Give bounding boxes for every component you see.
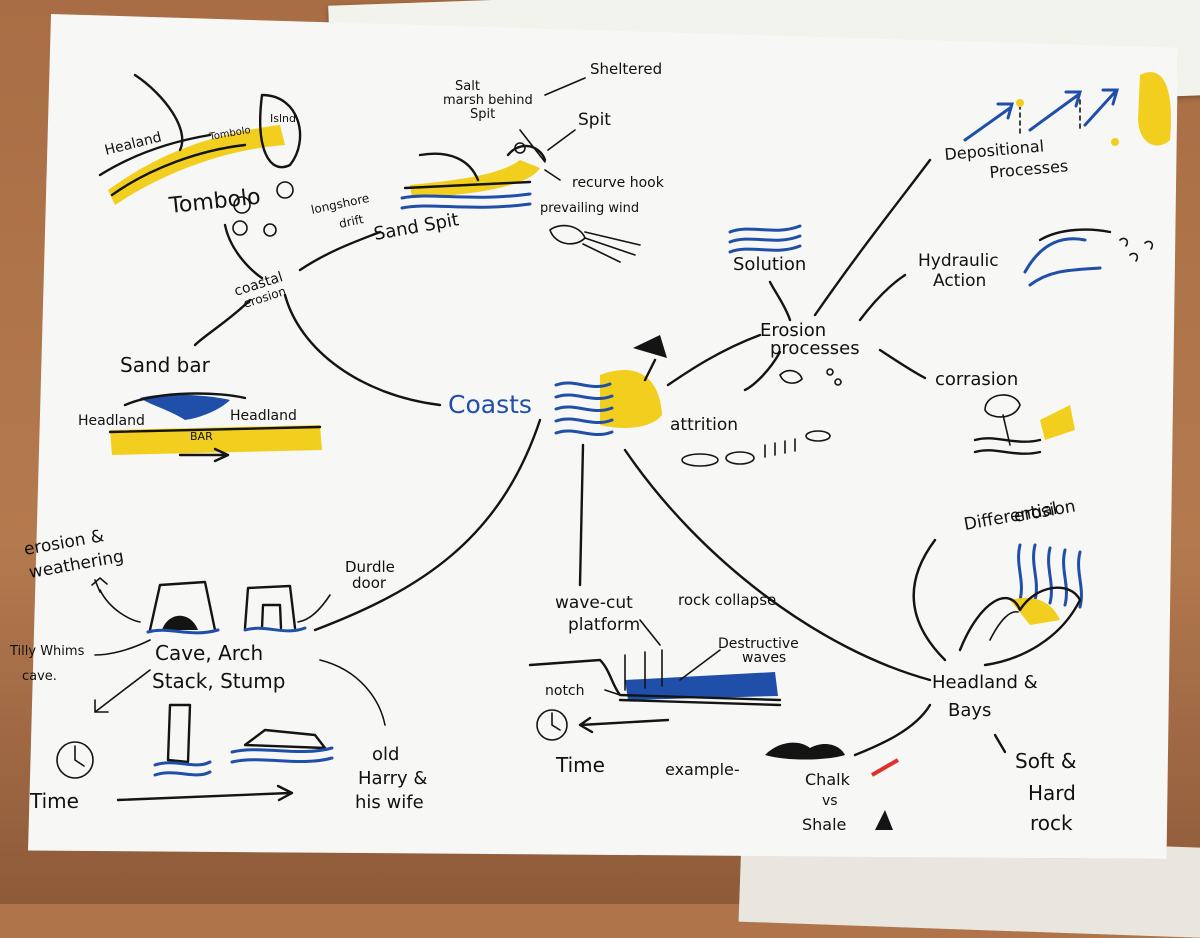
depositional-line2: Processes [989, 156, 1069, 182]
sheltered-label: Sheltered [590, 60, 662, 78]
wave-cut-platform-node: wave-cut platform rock collapse Destruct… [528, 591, 845, 779]
recurve-hook-label: recurve hook [572, 175, 665, 191]
hydraulic-line1: Hydraulic [918, 251, 999, 271]
tombolo-island-label: Islnd [270, 112, 296, 125]
old-harry-line2: Harry & [358, 768, 427, 789]
tombolo-sketch: Healand Tombolo Islnd Tombolo [98, 73, 302, 237]
example-label: example- [665, 760, 740, 779]
center-node: Coasts [448, 335, 667, 437]
sequence-line2: Stack, Stump [152, 669, 285, 693]
erosion-title-line2: processes [770, 338, 860, 359]
differential-erosion-node: Differential erosion [958, 496, 1083, 667]
headland-bays-node: Headland & Bays Soft & Hard rock Chalk v… [802, 672, 1076, 835]
spit-label: Spit [578, 110, 611, 130]
salt-marsh-line3: Spit [470, 107, 495, 122]
salt-marsh-line1: Salt [455, 79, 480, 94]
notch-label: notch [545, 683, 585, 699]
tombolo-headland-label: Healand [103, 129, 163, 159]
tilly-line1: Tilly Whims [9, 644, 85, 659]
differential-line2: erosion [1012, 496, 1077, 527]
sand-spit-label: Sand Spit [372, 209, 460, 245]
sand-bar-title: Sand bar [120, 353, 211, 377]
attrition-label: attrition [670, 415, 738, 435]
cave-arch-node: erosion & weathering Durdle door Tilly W… [9, 526, 427, 813]
vs-label: vs [822, 793, 838, 809]
sequence-line1: Cave, Arch [155, 641, 263, 665]
salt-marsh-line2: marsh behind [443, 93, 533, 108]
destructive-line2: waves [742, 650, 786, 666]
hydraulic-line2: Action [933, 271, 986, 291]
old-harry-line1: old [372, 744, 399, 765]
sand-bar-headland-right: Headland [230, 408, 297, 424]
chalk-label: Chalk [805, 770, 851, 789]
headland-bays-line1: Headland & [932, 672, 1038, 693]
erosion-processes-node: Erosion processes Solution Hydraulic Act… [670, 224, 1154, 467]
soft-rock-line3: rock [1030, 811, 1073, 835]
wave-cut-line2: platform [568, 615, 640, 635]
prevailing-wind-label: prevailing wind [540, 201, 639, 216]
rock-collapse-label: rock collapse [678, 591, 776, 609]
wave-cut-line1: wave-cut [555, 593, 633, 613]
tombolo-title: Tombolo [167, 185, 262, 220]
sand-spit-sketch: Salt marsh behind Spit Sheltered Spit re… [310, 60, 665, 263]
sand-bar-headland-left: Headland [78, 413, 145, 429]
destructive-line1: Destructive [718, 636, 799, 652]
soft-rock-line2: Hard [1028, 781, 1076, 805]
corrasion-label: corrasion [935, 369, 1018, 390]
cave-arch-time: Time [29, 789, 79, 813]
wave-cut-time: Time [555, 753, 605, 777]
shale-label: Shale [802, 815, 846, 834]
sand-bar-sketch: Sand bar Headland Headland BAR [78, 353, 322, 463]
sand-bar-bar-label: BAR [190, 430, 213, 443]
erosion-title-line1: Erosion [760, 320, 826, 341]
longshore-line2: drift [338, 212, 365, 231]
mind-map-drawing: Coasts coastal erosion Healand Tombolo I… [9, 60, 1171, 835]
durdle-line1: Durdle [345, 558, 395, 576]
solution-label: Solution [733, 254, 806, 275]
headland-bays-line2: Bays [948, 700, 991, 721]
tilly-line2: cave. [22, 669, 57, 684]
cliff-icon [633, 335, 667, 358]
coastal-erosion-node: coastal erosion [232, 269, 287, 311]
durdle-line2: door [352, 574, 387, 592]
soft-rock-line1: Soft & [1015, 749, 1076, 773]
connector-lines [193, 158, 1007, 757]
depositional-node: Depositional Processes [944, 72, 1171, 182]
old-harry-line3: his wife [355, 792, 424, 813]
center-label: Coasts [448, 390, 532, 419]
highlight-shape [600, 369, 662, 428]
